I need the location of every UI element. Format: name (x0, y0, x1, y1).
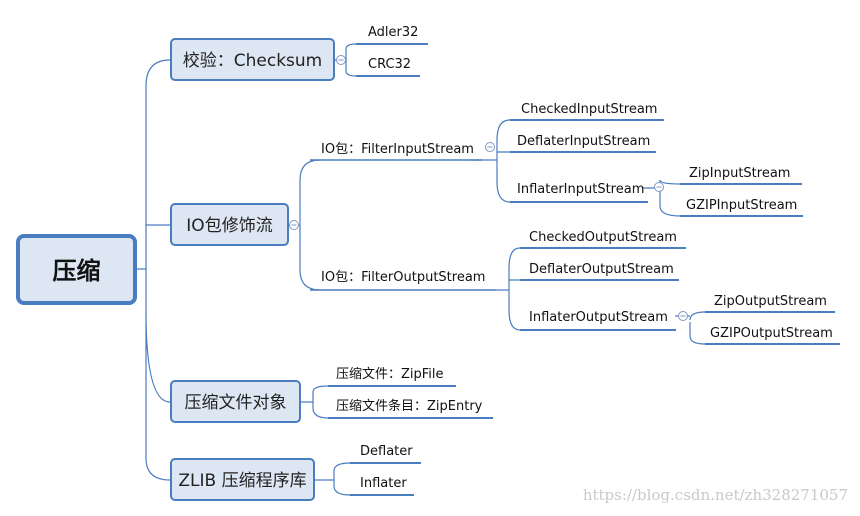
collapse-toggle-filter-input[interactable] (485, 142, 495, 152)
node-gzip-output-stream[interactable]: GZIPOutputStream (705, 326, 840, 345)
node-inflater-input-stream[interactable]: InflaterInputStream (510, 182, 648, 203)
root-label: 压缩 (53, 257, 101, 285)
node-adler32-label: Adler32 (368, 25, 418, 40)
node-inflater-output-stream[interactable]: InflaterOutputStream (520, 310, 676, 331)
node-filter-input-stream-label: IO包：FilterInputStream (321, 142, 474, 157)
topic-zlib[interactable]: ZLIB 压缩程序库 (170, 458, 315, 501)
root-node[interactable]: 压缩 (16, 234, 137, 305)
node-zipfile-label: 压缩文件：ZipFile (336, 366, 444, 382)
node-filter-input-stream[interactable]: IO包：FilterInputStream (310, 142, 482, 161)
node-inflater-output-stream-label: InflaterOutputStream (529, 310, 668, 325)
node-inflater[interactable]: Inflater (350, 476, 414, 496)
node-gzip-input-stream[interactable]: GZIPInputStream (680, 198, 803, 217)
node-deflater-input-stream[interactable]: DeflaterInputStream (510, 134, 656, 153)
collapse-toggle-inflater-output[interactable] (678, 311, 688, 321)
node-adler32[interactable]: Adler32 (356, 25, 428, 45)
node-gzip-input-stream-label: GZIPInputStream (686, 198, 797, 213)
topic-files-label: 压缩文件对象 (185, 393, 287, 413)
node-zipentry[interactable]: 压缩文件条目：ZipEntry (328, 398, 493, 419)
node-inflater-label: Inflater (360, 476, 407, 491)
node-zip-input-stream[interactable]: ZipInputStream (680, 166, 802, 185)
node-deflater-output-stream[interactable]: DeflaterOutputStream (520, 262, 679, 281)
node-filter-output-stream-label: IO包：FilterOutputStream (321, 270, 485, 285)
node-deflater-label: Deflater (360, 444, 413, 459)
node-checked-output-stream-label: CheckedOutputStream (529, 230, 677, 245)
node-deflater-input-stream-label: DeflaterInputStream (517, 134, 650, 149)
node-zipfile[interactable]: 压缩文件：ZipFile (328, 366, 456, 387)
collapse-toggle-inflater-input[interactable] (654, 182, 664, 192)
topic-zlib-label: ZLIB 压缩程序库 (178, 471, 306, 491)
topic-io[interactable]: IO包修饰流 (170, 203, 289, 246)
node-zip-output-stream-label: ZipOutputStream (714, 294, 827, 309)
node-checked-input-stream[interactable]: CheckedInputStream (510, 102, 664, 121)
collapse-toggle-checksum[interactable] (336, 55, 346, 65)
topic-checksum[interactable]: 校验：Checksum (170, 38, 335, 81)
watermark-text: https://blog.csdn.net/zh328271057 (583, 486, 848, 504)
topic-checksum-label: 校验：Checksum (183, 51, 323, 71)
node-deflater[interactable]: Deflater (350, 444, 421, 464)
node-zip-output-stream[interactable]: ZipOutputStream (705, 294, 835, 313)
node-zip-input-stream-label: ZipInputStream (689, 166, 790, 181)
node-filter-output-stream[interactable]: IO包：FilterOutputStream (310, 270, 496, 291)
node-checked-output-stream[interactable]: CheckedOutputStream (520, 230, 686, 249)
node-gzip-output-stream-label: GZIPOutputStream (710, 326, 833, 341)
node-zipentry-label: 压缩文件条目：ZipEntry (336, 398, 483, 414)
topic-io-label: IO包修饰流 (186, 216, 272, 236)
node-crc32[interactable]: CRC32 (356, 57, 420, 77)
node-crc32-label: CRC32 (368, 57, 411, 72)
node-inflater-input-stream-label: InflaterInputStream (517, 182, 644, 197)
node-deflater-output-stream-label: DeflaterOutputStream (529, 262, 674, 277)
collapse-toggle-io[interactable] (289, 220, 299, 230)
node-checked-input-stream-label: CheckedInputStream (521, 102, 657, 117)
topic-files[interactable]: 压缩文件对象 (170, 380, 301, 423)
